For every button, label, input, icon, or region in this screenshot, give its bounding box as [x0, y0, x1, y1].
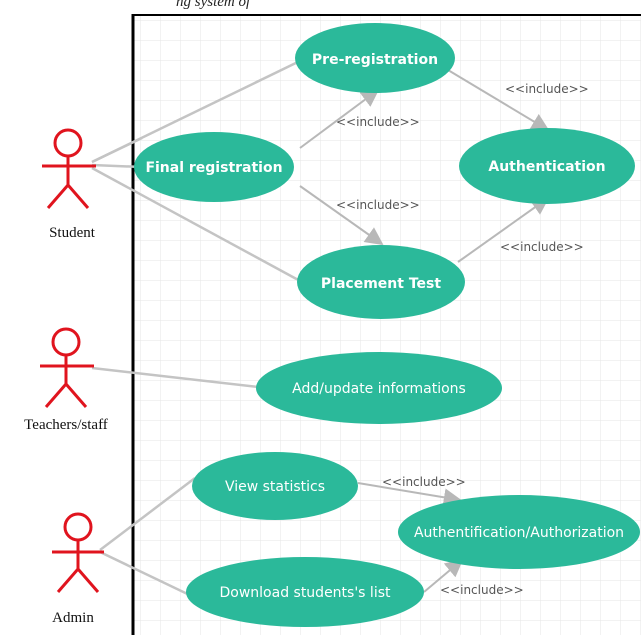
arrow-final-placement	[299, 185, 384, 246]
actor-student-label: Student	[49, 225, 96, 241]
use-case-authentication[interactable]	[459, 128, 635, 204]
use-case-final-registration[interactable]	[134, 132, 294, 202]
assoc-student-final-upper	[91, 136, 143, 164]
use-case-add-update-informations[interactable]	[256, 352, 502, 424]
actor-teachers-staff-label: Teachers/staff	[24, 417, 108, 433]
use-case-download-students-list[interactable]	[186, 557, 424, 627]
associations	[91, 58, 303, 602]
caption-fragment: ng system of	[176, 0, 251, 10]
arrow-stats-authz	[357, 482, 462, 507]
arrow-pre-auth	[447, 69, 550, 131]
label-pre-registration: Pre-registration	[312, 52, 438, 68]
actor-teachers-staff	[40, 327, 94, 408]
include-label-placement-auth: <<include>>	[500, 240, 584, 254]
label-authentication: Authentication	[488, 159, 605, 175]
use-case-shapes	[134, 23, 640, 627]
actor-admin-label: Admin	[52, 610, 94, 626]
actor-student-head-icon	[53, 128, 83, 158]
include-arrows	[299, 69, 550, 593]
actor-admin-head-icon	[63, 512, 93, 542]
assoc-admin-stats	[99, 477, 196, 551]
assoc-student-final	[91, 163, 143, 169]
actor-student	[42, 128, 96, 209]
actor-admin	[52, 512, 104, 593]
use-case-authentification-authorization[interactable]	[398, 495, 640, 569]
assoc-student-placement	[91, 166, 303, 284]
include-label-pre-auth: <<include>>	[505, 82, 589, 96]
include-label-final-pre: <<include>>	[336, 115, 420, 129]
label-add-update-informations: Add/update informations	[292, 381, 466, 397]
include-label-download-authz: <<include>>	[440, 583, 524, 597]
use-case-pre-registration[interactable]	[295, 23, 455, 93]
label-view-statistics: View statistics	[225, 479, 325, 495]
assoc-admin-download	[99, 550, 201, 602]
arrow-placement-auth	[457, 196, 550, 263]
arrow-download-authz	[423, 558, 464, 593]
arrow-final-pre	[299, 88, 380, 149]
label-final-registration: Final registration	[145, 160, 282, 176]
use-case-view-statistics[interactable]	[192, 452, 358, 520]
include-label-final-placement: <<include>>	[336, 198, 420, 212]
label-authentification-authorization: Authentification/Authorization	[414, 525, 624, 541]
assoc-teachers-add	[91, 366, 259, 389]
include-label-stats-authz: <<include>>	[382, 475, 466, 489]
use-case-placement-test[interactable]	[297, 245, 465, 319]
actor-teachers-head-icon	[51, 327, 81, 357]
label-placement-test: Placement Test	[321, 276, 441, 292]
label-download-students-list: Download students's list	[219, 585, 391, 601]
